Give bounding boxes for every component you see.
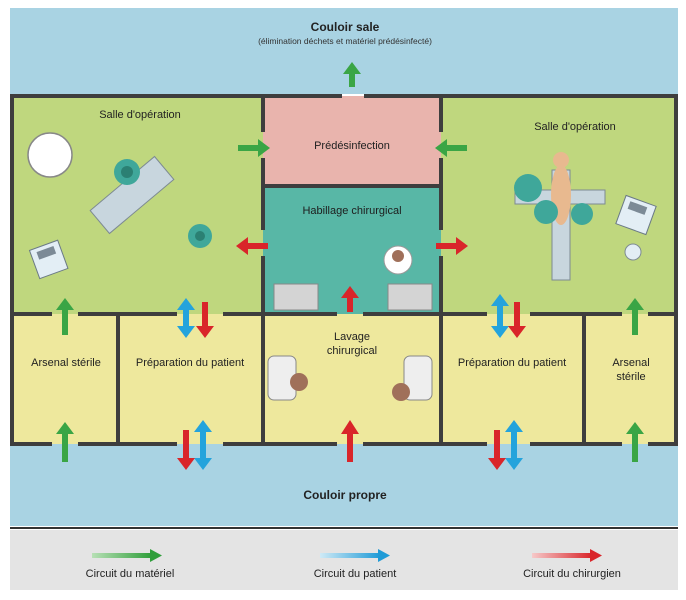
- scrub-sink-icon: [387, 283, 433, 311]
- room-predesinfection: [263, 96, 441, 186]
- equipment-cart-icon: [28, 239, 69, 280]
- dirty-corridor-subtitle: (élimination déchets et matériel prédési…: [258, 36, 432, 46]
- room-label-prep-left: Préparation du patient: [135, 357, 245, 369]
- room-label-or-right: Salle d'opération: [534, 121, 616, 133]
- room-arsenal-left: [14, 314, 118, 444]
- room-label-or-left: Salle d'opération: [99, 109, 181, 121]
- room-arsenal-right: [584, 314, 674, 444]
- dirty-corridor: [10, 8, 678, 94]
- patient-arrow: [177, 294, 523, 470]
- operating-lamp-icon: [27, 132, 73, 178]
- arrows: [56, 62, 644, 470]
- walls: [10, 94, 678, 446]
- room-label-arsenal-right: Arsenal stérile: [612, 357, 650, 383]
- scrub-sink-icon: [273, 283, 319, 311]
- dirty-corridor-title: Couloir sale: [310, 20, 380, 34]
- clean-corridor: [10, 444, 678, 526]
- stool-icon: [624, 243, 642, 261]
- surgeon-icon: [383, 245, 413, 275]
- room-label-arsenal-left: Arsenal stérile: [31, 357, 101, 369]
- legend-material-label: Circuit du matériel: [85, 568, 175, 580]
- surgeon-arrow: [177, 237, 526, 470]
- legend-panel: [10, 530, 678, 590]
- room-label-lavage: Lavage chirurgical: [326, 331, 378, 357]
- legend-surgeon-arrow: [532, 549, 602, 562]
- legend-patient-arrow: [320, 549, 390, 562]
- room-label-habillage: Habillage chirurgical: [302, 205, 402, 217]
- room-label-predesinfection: Prédésinfection: [314, 140, 390, 152]
- room-label-prep-right: Préparation du patient: [457, 357, 567, 369]
- material-arrow: [56, 62, 644, 462]
- legend-patient-label: Circuit du patient: [313, 568, 397, 580]
- surgeon-icon: [114, 159, 212, 248]
- surgeon-icon: [514, 174, 593, 225]
- legend-surgeon-label: Circuit du chirurgien: [523, 568, 621, 580]
- clean-corridor-title: Couloir propre: [303, 488, 387, 502]
- room-prep-left: [118, 314, 263, 444]
- equipment-cart-icon: [615, 194, 657, 236]
- legend-material-arrow: [92, 549, 162, 562]
- scrub-sink-icon: [267, 355, 433, 401]
